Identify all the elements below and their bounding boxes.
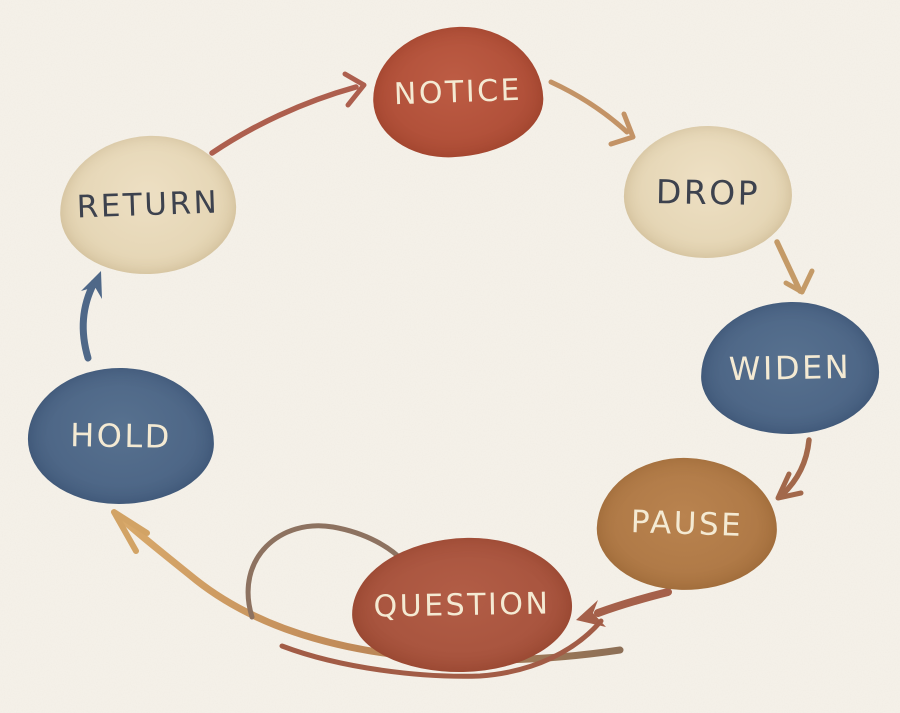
arrow-hold-to-return bbox=[79, 271, 102, 362]
node-widen-label: WIDEN bbox=[728, 347, 852, 389]
node-pause-label: PAUSE bbox=[630, 504, 744, 544]
arrow-notice-to-drop bbox=[548, 79, 636, 147]
arrow-return-to-notice bbox=[209, 71, 367, 156]
arrow-pause-to-question bbox=[576, 588, 672, 627]
swoosh-arrowhead bbox=[111, 509, 150, 554]
node-return-label: RETURN bbox=[76, 184, 220, 226]
arrow-drop-to-widen bbox=[774, 239, 815, 295]
node-notice-label: NOTICE bbox=[393, 72, 523, 112]
node-drop-label: DROP bbox=[655, 171, 761, 213]
node-hold-label: HOLD bbox=[69, 416, 173, 456]
node-question-label: QUESTION bbox=[373, 585, 551, 625]
arrow-widen-to-pause bbox=[775, 437, 812, 501]
